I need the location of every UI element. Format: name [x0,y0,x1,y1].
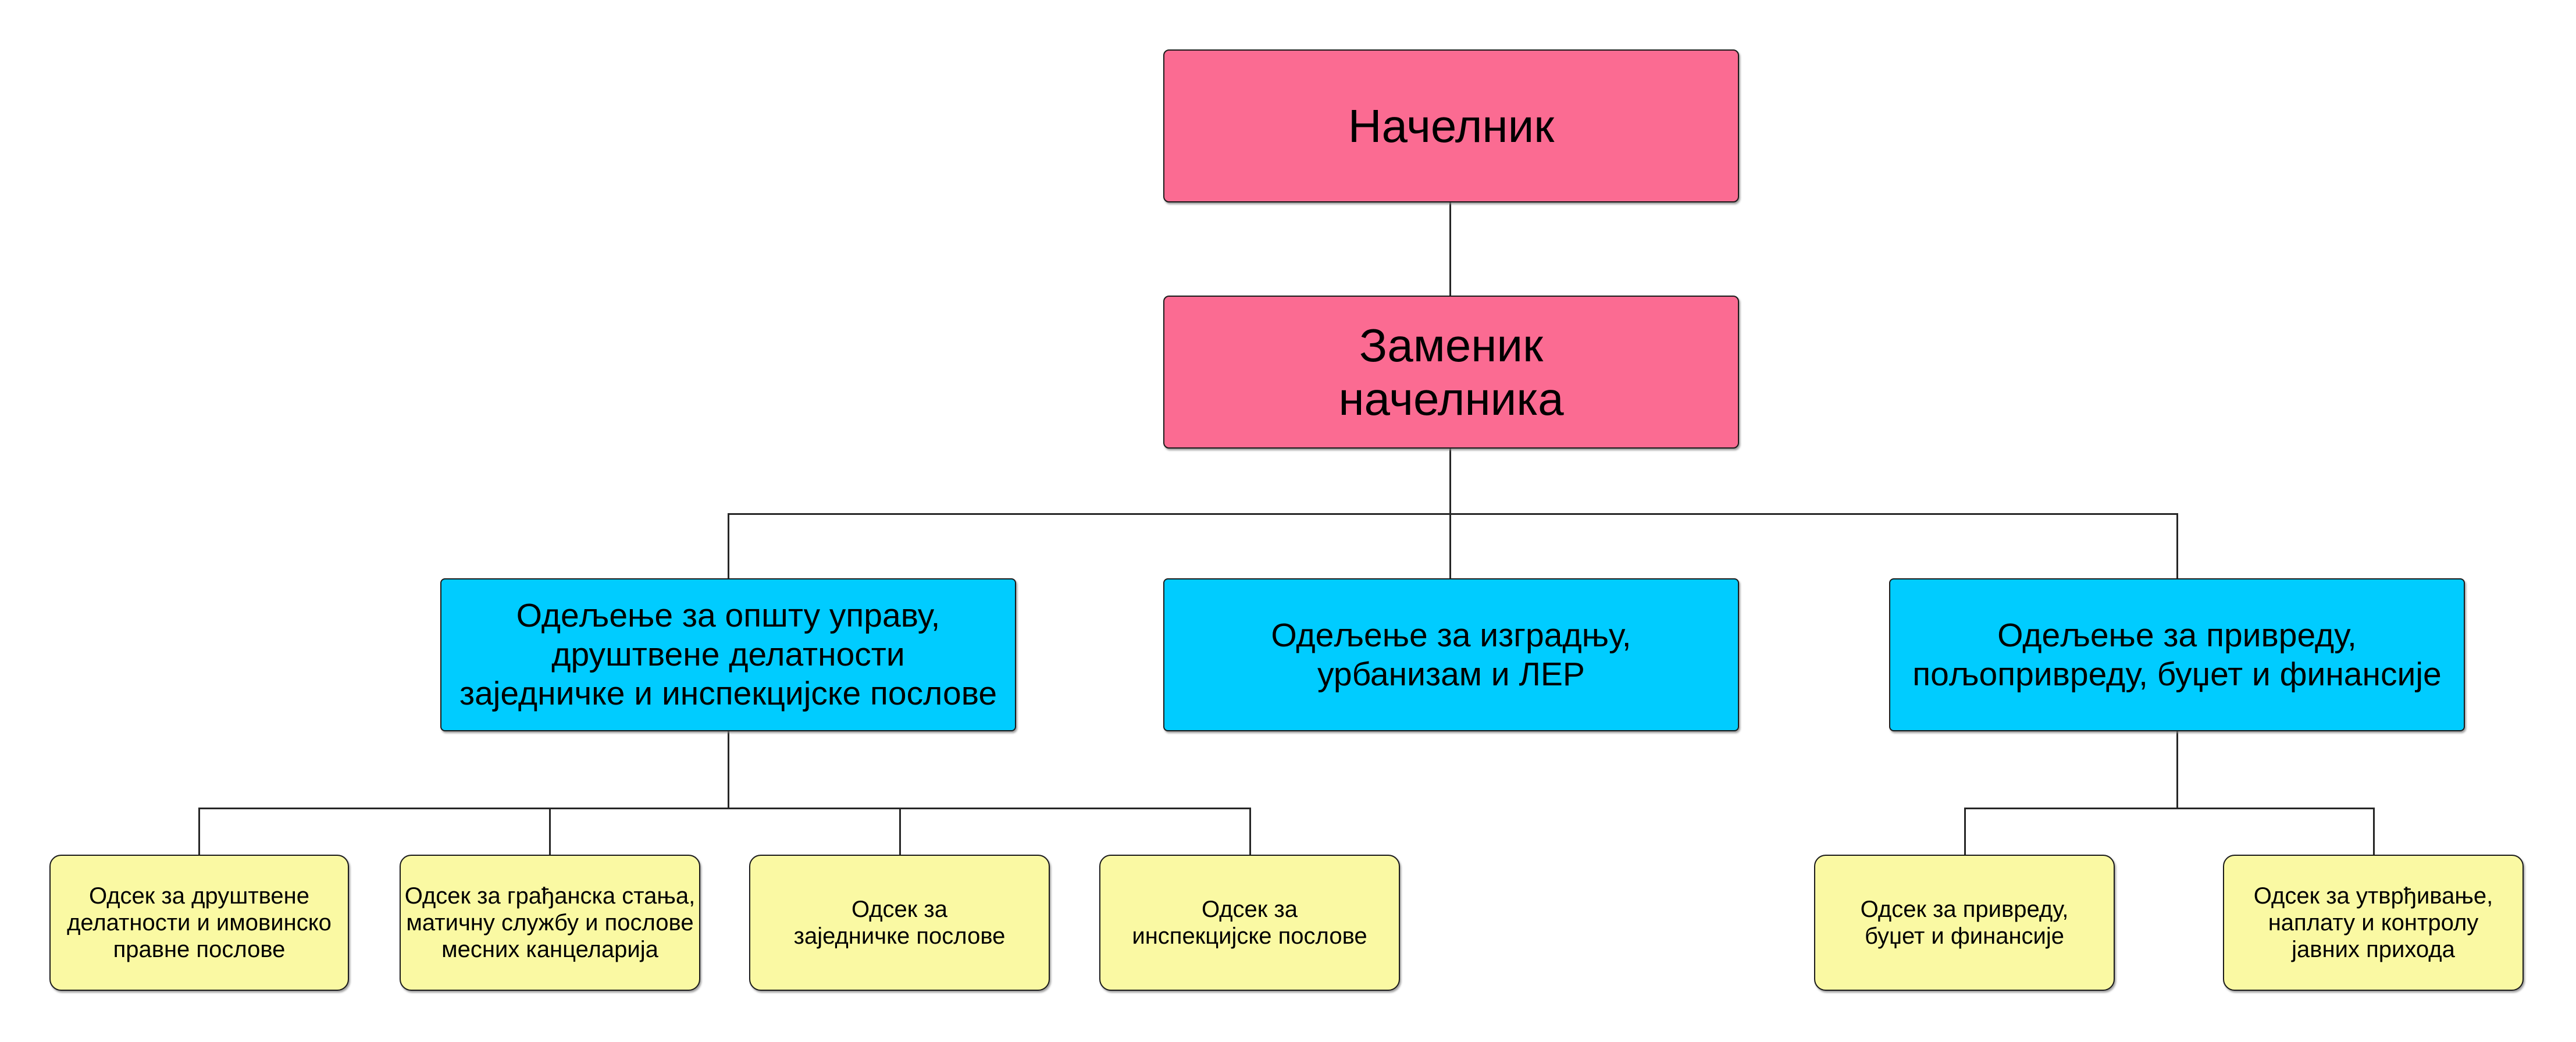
org-node-label: Одсек за грађанска стања, матичну службу… [404,883,696,962]
connector-line [728,731,729,809]
org-node-department-economy-finance: Одељење за привреду, пољопривреду, буџет… [1889,578,2465,731]
connector-line [2176,731,2178,809]
connector-line [1249,808,1251,855]
connector-line [198,808,200,855]
org-node-label: Одсек за утврђивање, наплату и контролу … [2253,883,2493,962]
connector-line [2373,808,2375,855]
org-node-section-social-property: Одсек за друштвене делатности и имовинск… [49,855,349,991]
org-node-department-general-administration: Одељење за општу управу, друштвене делат… [440,578,1016,731]
org-node-label: Одсек за друштвене делатности и имовинск… [67,883,332,962]
org-node-label: Одсек за инспекцијске послове [1132,897,1367,949]
org-node-label: Начелник [1348,99,1555,152]
connector-line [198,808,1251,809]
org-node-label: Одељење за општу управу, друштвене делат… [459,597,997,712]
org-node-label: Одељење за изградњу, урбанизам и ЛЕР [1271,616,1631,693]
org-node-department-construction-urbanism: Одељење за изградњу, урбанизам и ЛЕР [1163,578,1739,731]
org-node-label: Одсек за заједничке послове [793,897,1006,949]
connector-line [899,808,901,855]
connector-line [2176,513,2178,578]
connector-line [728,513,2178,515]
org-node-chief: Начелник [1163,49,1739,202]
connector-line [1964,808,2374,809]
connector-line [1964,808,1966,855]
org-node-section-inspection-affairs: Одсек за инспекцијске послове [1099,855,1400,991]
org-node-label: Одељење за привреду, пољопривреду, буџет… [1912,616,2442,693]
org-node-label: Заменик начелника [1338,319,1564,425]
org-node-deputy-chief: Заменик начелника [1163,296,1739,449]
connector-line [1449,513,1451,578]
connector-line [1449,202,1451,296]
org-node-section-common-affairs: Одсек за заједничке послове [749,855,1050,991]
org-node-section-civil-registry: Одсек за грађанска стања, матичну службу… [400,855,700,991]
connector-line [549,808,551,855]
connector-line [728,513,729,578]
org-node-section-economy-budget-finance: Одсек за привреду, буџет и финансије [1814,855,2115,991]
org-node-section-public-revenue: Одсек за утврђивање, наплату и контролу … [2223,855,2524,991]
org-node-label: Одсек за привреду, буџет и финансије [1860,897,2069,949]
connector-line [1449,449,1451,515]
